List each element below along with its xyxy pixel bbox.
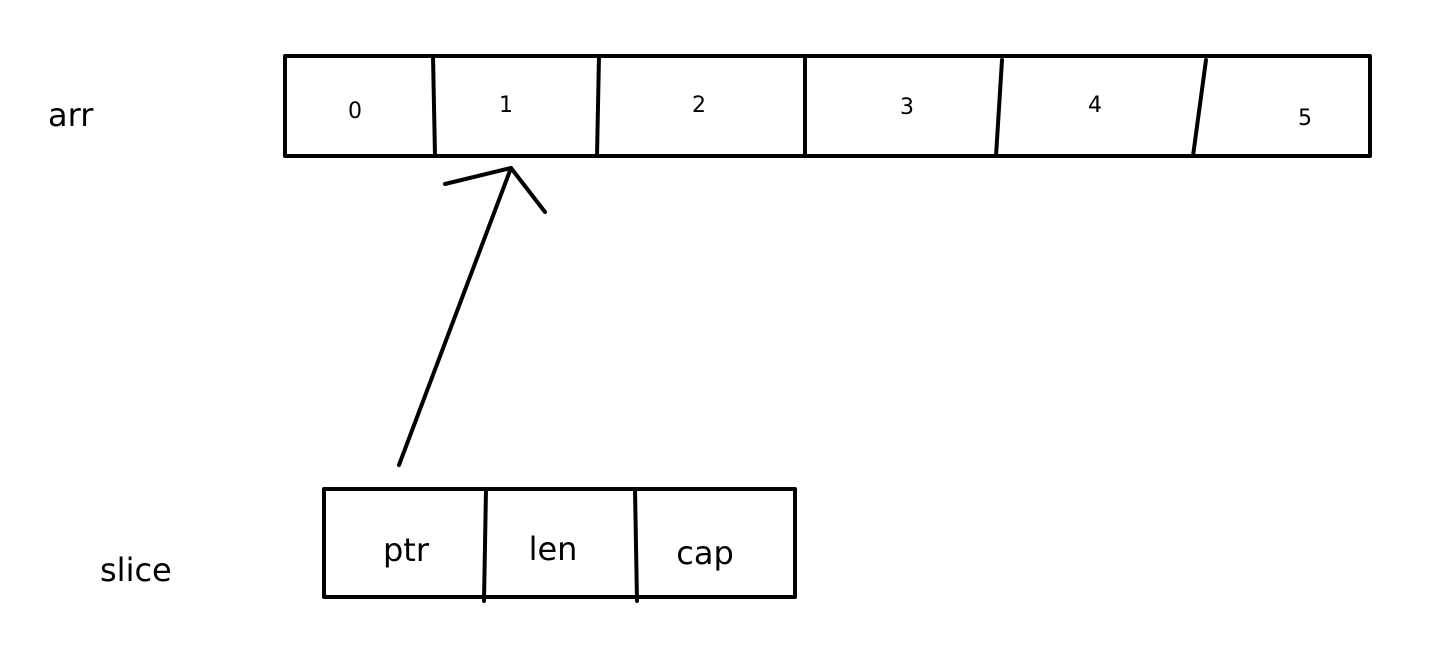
slice-divider: [633, 487, 639, 603]
arr-cell-1: 1: [499, 93, 513, 118]
slice-field-cap: cap: [676, 534, 734, 572]
arr-divider: [431, 54, 437, 158]
arr-cell-3: 3: [900, 95, 914, 120]
arr-cell-0: 0: [348, 99, 362, 124]
slice-field-ptr: ptr: [383, 531, 430, 569]
arrow-shaft: [397, 166, 513, 467]
slice-field-len: len: [529, 530, 578, 568]
slice-struct-box: [322, 487, 797, 603]
arrow-head: [443, 166, 547, 214]
arr-outline: [283, 54, 1372, 158]
arr-divider: [994, 58, 1004, 158]
slice-label: slice: [100, 551, 172, 589]
pointer-arrow: [397, 166, 547, 467]
arr-label: arr: [48, 96, 94, 134]
arr-array-box: [283, 54, 1372, 158]
arr-cell-5: 5: [1298, 106, 1312, 131]
arr-divider: [1191, 58, 1208, 158]
arr-cell-2: 2: [692, 93, 706, 118]
slice-outline: [322, 487, 797, 599]
arr-cell-4: 4: [1088, 93, 1102, 118]
slice-divider: [482, 487, 488, 603]
arr-divider: [595, 54, 601, 158]
